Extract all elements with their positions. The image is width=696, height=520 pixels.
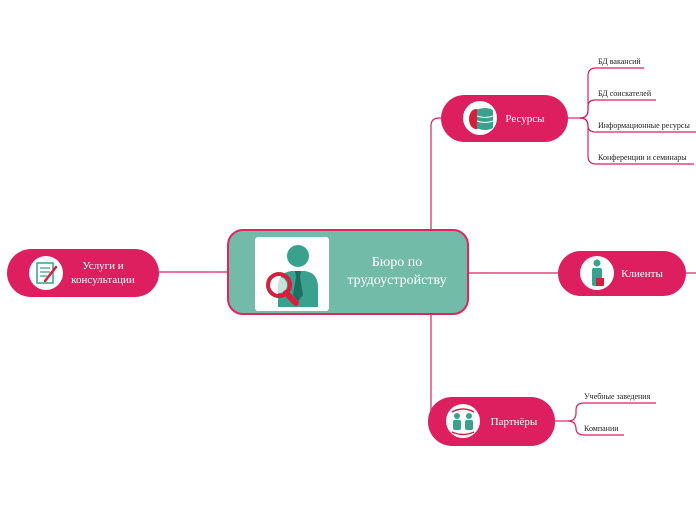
- topic-services[interactable]: Услуги и консультации: [7, 249, 159, 297]
- subtopic-conferences[interactable]: Конференции и семинары: [598, 153, 687, 162]
- subtopic-applicants-db[interactable]: БД соискателей: [598, 89, 652, 98]
- topic-clients-label: Клиенты: [621, 267, 663, 280]
- topic-clients[interactable]: Клиенты: [558, 251, 686, 296]
- subtopic-companies[interactable]: Компании: [584, 424, 619, 433]
- database-icon: [463, 101, 497, 135]
- job-search-icon: [255, 237, 329, 311]
- subtopic-education[interactable]: Учебные заведения: [584, 392, 651, 401]
- partners-icon: [446, 404, 480, 438]
- topic-services-label: Услуги и консультации: [71, 260, 135, 286]
- topic-resources[interactable]: Ресурсы: [441, 95, 568, 142]
- topic-partners[interactable]: Партнёры: [428, 397, 555, 446]
- subtopic-vacancies-db[interactable]: БД вакансий: [598, 57, 641, 66]
- topic-resources-label: Ресурсы: [505, 112, 545, 125]
- person-info-icon: [580, 256, 614, 290]
- central-title: Бюро по трудоустройству: [347, 255, 447, 288]
- central-topic[interactable]: Бюро по трудоустройству: [227, 229, 469, 315]
- document-edit-icon: [29, 256, 63, 290]
- subtopic-info-resources[interactable]: Информационные ресурсы: [598, 121, 690, 130]
- topic-partners-label: Партнёры: [490, 415, 538, 428]
